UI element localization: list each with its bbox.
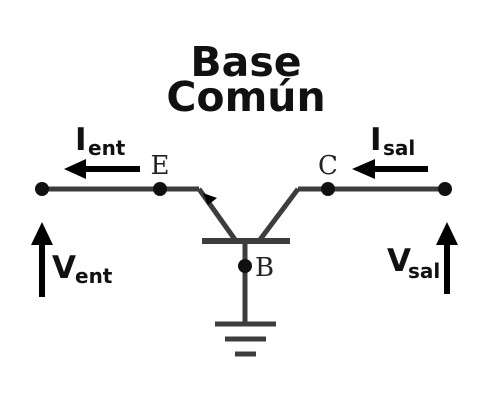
input-voltage-subscript: ent bbox=[75, 264, 113, 288]
emitter-arrow-icon bbox=[203, 193, 217, 205]
input-current-symbol: I bbox=[75, 122, 87, 158]
emitter-node bbox=[153, 182, 167, 196]
output-voltage-symbol: V bbox=[387, 243, 411, 279]
title-line-1: Base bbox=[190, 38, 301, 86]
input-voltage-symbol: V bbox=[52, 250, 76, 286]
collector-lead bbox=[257, 187, 300, 243]
collector-node bbox=[321, 182, 335, 196]
input-terminal-node bbox=[35, 182, 49, 196]
input-voltage-arrow-icon bbox=[31, 222, 53, 245]
collector-label: C bbox=[318, 151, 338, 181]
output-current-subscript: sal bbox=[383, 136, 415, 160]
base-node bbox=[238, 259, 252, 273]
output-current-symbol: I bbox=[370, 122, 382, 158]
output-terminal-node bbox=[438, 182, 452, 196]
input-current-subscript: ent bbox=[88, 136, 126, 160]
input-current-arrow-icon bbox=[64, 159, 86, 179]
output-voltage-subscript: sal bbox=[408, 259, 440, 283]
base-label: B bbox=[255, 253, 274, 283]
title-line-2: Común bbox=[166, 73, 325, 121]
emitter-lead bbox=[196, 187, 239, 243]
output-voltage-arrow-icon bbox=[436, 222, 458, 245]
emitter-label: E bbox=[151, 151, 170, 181]
output-current-arrow-icon bbox=[352, 159, 375, 179]
